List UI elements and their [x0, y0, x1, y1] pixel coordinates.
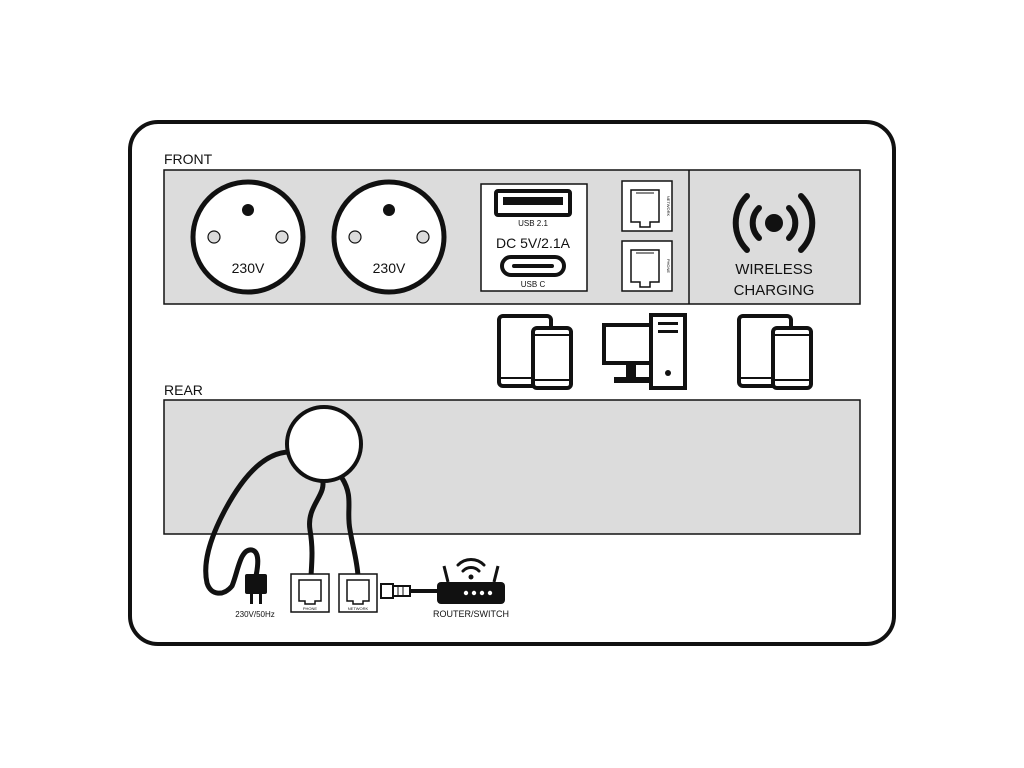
- front-network-jack: NETWORK: [621, 180, 673, 232]
- front-phone-jack: PHONE: [621, 240, 673, 292]
- rear-panel: [163, 399, 861, 535]
- socket-earth-pin-icon: [242, 204, 254, 216]
- router-switch-icon: ROUTER/SWITCH: [433, 558, 509, 619]
- usb-charger-module: USB 2.1 DC 5V/2.1A USB C: [480, 183, 588, 292]
- power-plug-icon: 230V/50Hz: [235, 574, 275, 619]
- rj11-port-icon: [298, 579, 322, 605]
- rear-network-jack: NETWORK: [338, 573, 378, 613]
- router-label: ROUTER/SWITCH: [433, 609, 509, 619]
- network-cable: [339, 475, 361, 579]
- power-cable: [203, 449, 293, 596]
- wifi-signal-icon: [456, 558, 486, 580]
- rear-network-jack-label: NETWORK: [348, 606, 369, 611]
- rear-cables: [203, 449, 448, 596]
- rear-phone-jack-label: PHONE: [303, 606, 318, 611]
- usb-a-label: USB 2.1: [518, 219, 548, 228]
- front-section-label: FRONT: [164, 151, 213, 167]
- rj45-port-icon: [346, 579, 370, 605]
- usb-rating-label: DC 5V/2.1A: [496, 235, 571, 251]
- ethernet-connector-icon: [380, 583, 411, 599]
- phone-cable: [307, 475, 326, 579]
- socket-1-voltage-label: 230V: [232, 260, 265, 276]
- wireless-charging-pad: WIRELESS CHARGING: [732, 193, 816, 299]
- power-socket-1: 230V: [190, 179, 306, 295]
- rear-section-label: REAR: [164, 382, 203, 398]
- tablet-phone-icon: [497, 314, 573, 390]
- socket-earth-pin-icon: [383, 204, 395, 216]
- front-network-jack-label: NETWORK: [666, 196, 671, 217]
- usb-c-label: USB C: [521, 280, 546, 289]
- rear-phone-jack: PHONE: [290, 573, 330, 613]
- wireless-charging-icon: [732, 193, 816, 253]
- front-phone-jack-label: PHONE: [666, 259, 671, 274]
- wireless-label-line-1: WIRELESS: [735, 261, 813, 278]
- power-plug-label: 230V/50Hz: [235, 610, 275, 619]
- rj45-port-icon: [630, 189, 660, 228]
- power-socket-2: 230V: [331, 179, 447, 295]
- cable-grommet: [285, 405, 363, 483]
- wireless-label-line-2: CHARGING: [734, 282, 815, 299]
- desktop-computer-icon: [602, 313, 687, 390]
- socket-2-voltage-label: 230V: [373, 260, 406, 276]
- tablet-phone-icon: [737, 314, 813, 390]
- rj11-port-icon: [630, 249, 660, 288]
